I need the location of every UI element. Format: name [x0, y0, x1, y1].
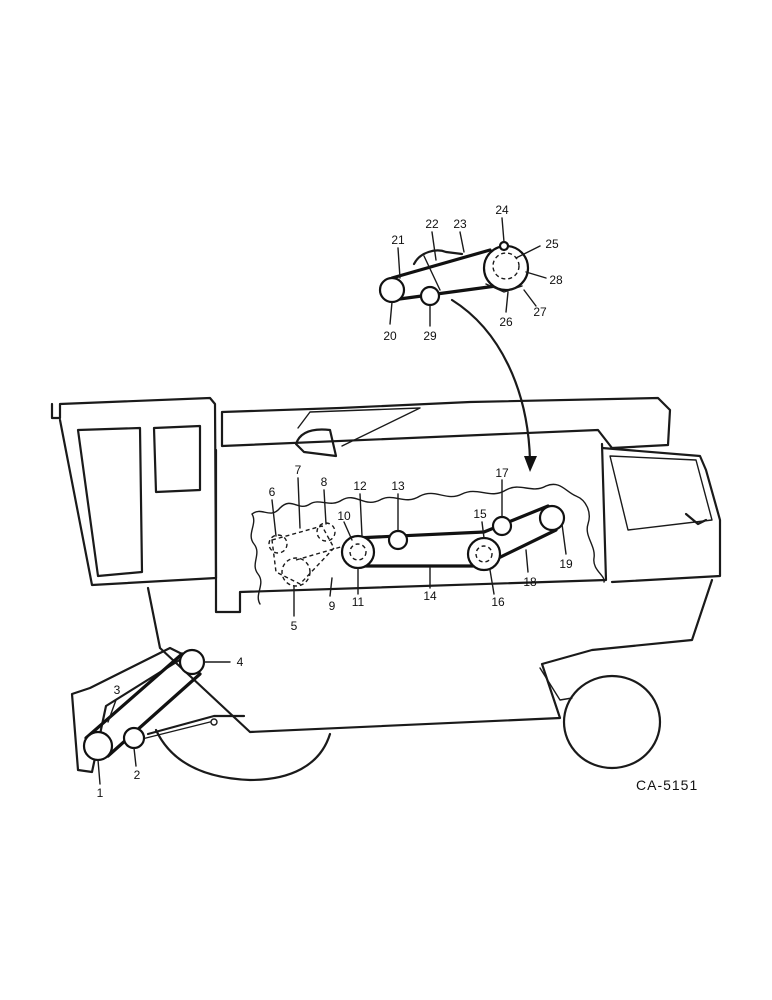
callout-12: 12 [353, 479, 367, 493]
pin-24 [498, 240, 510, 252]
cab-frame [50, 396, 218, 587]
callout-13: 13 [391, 479, 405, 493]
callout-17: 17 [495, 466, 509, 480]
pulley-19 [538, 504, 566, 532]
drawing-code: CA-5151 [636, 777, 698, 793]
pulley-28 [482, 244, 530, 292]
pulley-10 [349, 543, 367, 561]
pulley-20 [378, 276, 406, 304]
callout-22: 22 [425, 217, 439, 231]
callout-10: 10 [337, 509, 351, 523]
belt-9-hidden [295, 545, 345, 561]
separator-drive [268, 504, 566, 587]
belt-top-14 [354, 504, 550, 540]
cover-edge [423, 255, 441, 291]
detail-inset [378, 240, 537, 472]
callout-25: 25 [545, 237, 559, 251]
feeder-drive [82, 648, 206, 762]
pulley-16 [466, 536, 502, 572]
detail-arrow [450, 298, 532, 462]
callout-23: 23 [453, 217, 467, 231]
feeder-arm [146, 714, 246, 736]
belt-3 [84, 652, 184, 740]
upper-side-panel [214, 442, 608, 614]
callout-5: 5 [291, 619, 298, 633]
belt-21b [390, 284, 498, 302]
callout-14: 14 [423, 589, 437, 603]
cab-window-left [76, 426, 144, 578]
cutaway-edge [250, 483, 605, 605]
cover-22 [412, 249, 464, 266]
pulley-4 [178, 648, 206, 676]
callout-labels: 1 2 3 4 5 6 7 8 9 10 11 12 13 14 15 16 1… [97, 203, 573, 800]
engine-box [600, 446, 722, 584]
callout-28: 28 [549, 273, 563, 287]
pulley-15 [475, 545, 493, 563]
callout-21: 21 [391, 233, 405, 247]
pulley-25 [492, 252, 520, 280]
callout-15: 15 [473, 507, 487, 521]
body-crease [539, 667, 573, 701]
rear-wheel [562, 674, 662, 770]
pulley-6 [268, 534, 288, 554]
callout-20: 20 [383, 329, 397, 343]
callout-9: 9 [329, 599, 336, 613]
spout-end [294, 428, 338, 458]
callout-3: 3 [114, 683, 121, 697]
callout-18: 18 [523, 575, 537, 589]
arrow-head-icon [524, 456, 537, 472]
callout-29: 29 [423, 329, 437, 343]
exhaust-stub [684, 512, 708, 526]
belt-3b [106, 672, 202, 758]
callout-26: 26 [499, 315, 513, 329]
pivot-pin [210, 718, 218, 726]
belt-7-hidden [271, 525, 335, 585]
callout-4: 4 [237, 655, 244, 669]
pulley-11 [340, 534, 376, 570]
callout-8: 8 [321, 475, 328, 489]
callout-19: 19 [559, 557, 573, 571]
engine-box-lid [609, 455, 713, 531]
belt-21 [390, 248, 492, 280]
rim-27 [485, 283, 523, 293]
callout-16: 16 [491, 595, 505, 609]
feeder-housing [70, 646, 188, 774]
combine-outline [50, 396, 722, 782]
pulley-5 [281, 557, 311, 587]
pulley-29 [419, 285, 441, 307]
callout-24: 24 [495, 203, 509, 217]
callout-6: 6 [269, 485, 276, 499]
pulley-17 [491, 515, 513, 537]
top-cover [220, 396, 672, 450]
front-wheel [154, 728, 332, 782]
pulley-1 [82, 730, 114, 762]
pulley-2 [122, 726, 146, 750]
callout-11: 11 [352, 595, 365, 609]
callout-1: 1 [97, 786, 104, 800]
callout-7: 7 [295, 463, 302, 477]
leader-lines [97, 217, 567, 785]
callout-27: 27 [533, 305, 547, 319]
cab-window-right [152, 424, 202, 494]
pulley-13 [387, 529, 409, 551]
unloader-spout [297, 407, 421, 447]
callout-2: 2 [134, 768, 141, 782]
